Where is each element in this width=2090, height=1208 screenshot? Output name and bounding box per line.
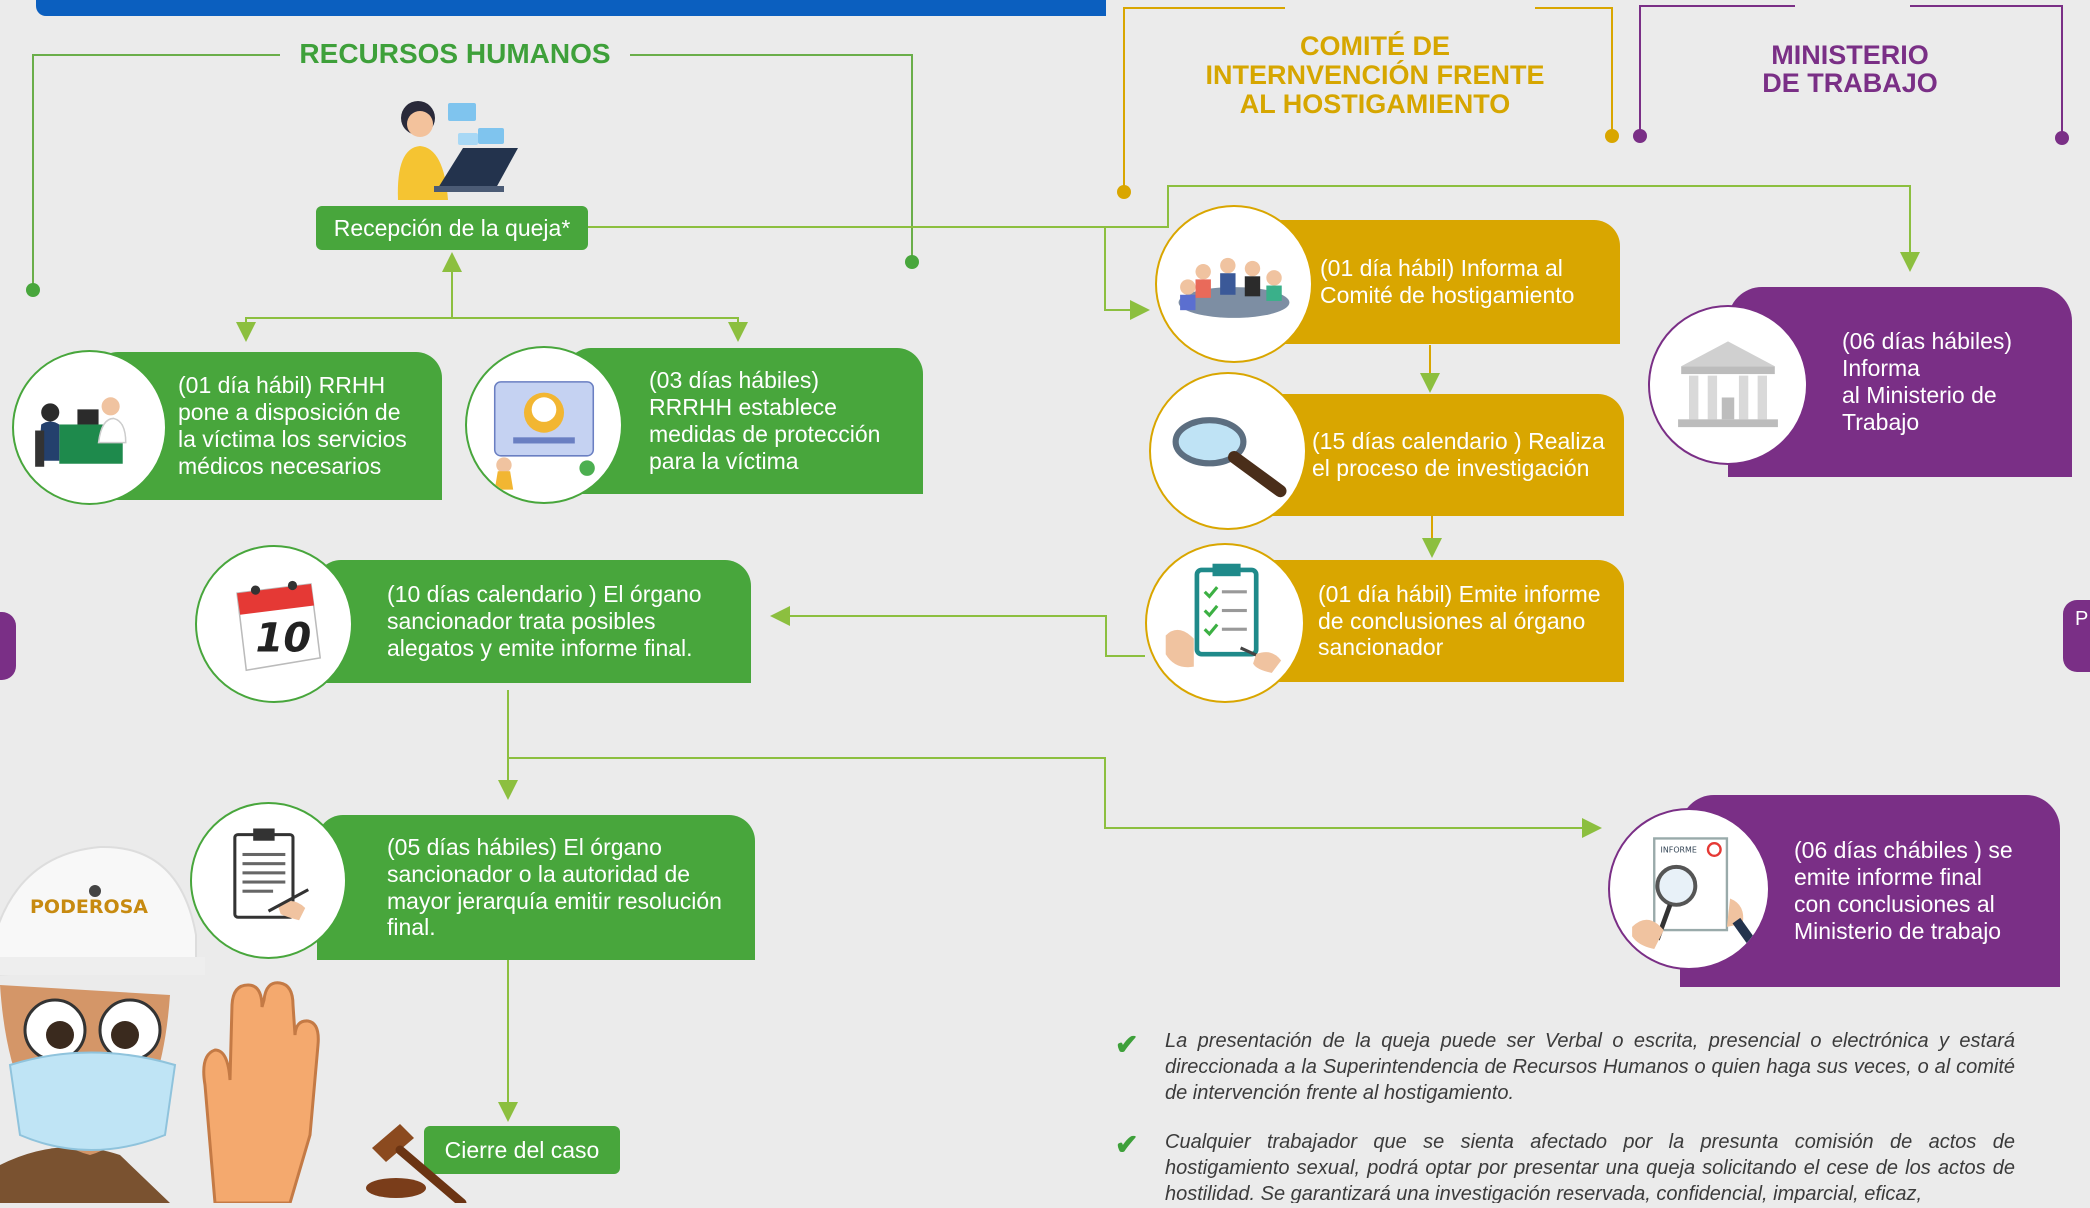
medical-line: la víctima los servicios bbox=[178, 426, 407, 452]
protection-line: (03 días hábiles) bbox=[649, 367, 820, 394]
report-label-text: INFORME bbox=[1661, 846, 1697, 855]
final-report-line: alegatos y emite informe final. bbox=[387, 634, 693, 661]
resolution-line: final. bbox=[387, 914, 436, 941]
ministerio-title-line: MINISTERIO bbox=[1771, 40, 1929, 70]
inform-committee-line: (01 día hábil) Informa al bbox=[1320, 255, 1563, 282]
inform-ministry-line: al Ministerio de bbox=[1842, 382, 1997, 408]
government-building-icon bbox=[1648, 305, 1808, 465]
report-magnifier-icon: INFORME bbox=[1608, 808, 1770, 970]
inform-ministry-line: (06 días hábiles) bbox=[1842, 328, 2013, 355]
check-icon: ✔ bbox=[1115, 1129, 1139, 1160]
final-ministry-line: emite informe final bbox=[1794, 864, 1982, 891]
ministerio-title-line: DE TRABAJO bbox=[1762, 67, 1938, 98]
helmet-text: PODEROSA bbox=[30, 896, 148, 918]
comite-title-line: INTERNVENCIÓN FRENTE bbox=[1205, 60, 1545, 91]
magnifier-icon bbox=[1149, 372, 1307, 530]
conclusions-line: de conclusiones al órgano bbox=[1318, 607, 1586, 634]
inform-committee-line: Comité de hostigamiento bbox=[1320, 282, 1575, 308]
protection-screen-icon bbox=[465, 346, 623, 504]
conclusions-line: sancionador bbox=[1318, 634, 1444, 661]
clipboard-checklist-icon bbox=[1145, 543, 1305, 703]
medical-line: médicos necesarios bbox=[178, 452, 382, 479]
conclusions-line: (01 día hábil) Emite informe bbox=[1318, 580, 1601, 607]
resolution-line: mayor jerarquía emitir resolución bbox=[387, 887, 722, 914]
ministerio-section-title: MINISTERIO DE TRABAJO bbox=[1700, 40, 2000, 98]
mascot-illustration: PODEROSA bbox=[0, 835, 320, 1205]
gavel-icon bbox=[362, 1108, 472, 1208]
comite-section-title: COMITÉ DE INTERNVENCIÓN FRENTE AL HOSTIG… bbox=[1160, 31, 1590, 120]
protection-line: RRRHH establece bbox=[649, 394, 837, 421]
protection-line: medidas de protección bbox=[649, 421, 881, 447]
meeting-table-icon bbox=[1155, 205, 1313, 363]
note-worker-complaint: Cualquier trabajador que se sienta afect… bbox=[1165, 1131, 2015, 1203]
final-report-line: sancionador trata posibles bbox=[387, 608, 656, 635]
left-edge-tab bbox=[0, 612, 16, 680]
inform-ministry-line: Trabajo bbox=[1842, 408, 1920, 435]
resolution-line: sancionador o la autoridad de bbox=[387, 860, 691, 887]
investigation-line: (15 días calendario ) Realiza bbox=[1312, 428, 1605, 455]
top-banner-bar bbox=[36, 0, 1106, 16]
final-report-box: (10 días calendario ) El órgano sanciona… bbox=[315, 560, 751, 683]
comite-title-line: AL HOSTIGAMIENTO bbox=[1239, 89, 1511, 120]
final-report-line: (10 días calendario ) El órgano bbox=[387, 581, 702, 608]
final-ministry-line: Ministerio de trabajo bbox=[1794, 917, 2002, 944]
resolution-line: (05 días hábiles) El órgano bbox=[387, 833, 662, 860]
calendar-day-text: 10 bbox=[256, 616, 312, 662]
final-ministry-line: (06 días chábiles ) se bbox=[1794, 837, 2013, 864]
doctor-desk-icon bbox=[12, 350, 167, 505]
investigation-line: el proceso de investigación bbox=[1312, 455, 1590, 481]
right-edge-tab: P bbox=[2063, 600, 2090, 672]
note-complaint-presentation: La presentación de la queja puede ser Ve… bbox=[1165, 1030, 2015, 1104]
reception-pill: Recepción de la queja* bbox=[316, 206, 588, 250]
inform-ministry-line: Informa bbox=[1842, 355, 1920, 382]
signing-document-icon bbox=[190, 802, 347, 959]
comite-title-line: COMITÉ DE bbox=[1299, 31, 1450, 61]
medical-line: pone a disposición de bbox=[178, 399, 401, 426]
final-ministry-line: con conclusiones al bbox=[1794, 891, 1995, 917]
case-closure-pill: Cierre del caso bbox=[424, 1126, 620, 1174]
medical-line: (01 día hábil) RRHH bbox=[178, 372, 386, 399]
protection-line: para la víctima bbox=[649, 447, 799, 474]
resolution-box: (05 días hábiles) El órgano sancionador … bbox=[317, 815, 755, 960]
check-icon: ✔ bbox=[1115, 1029, 1139, 1060]
protection-measures-box: (03 días hábiles) RRRHH establece medida… bbox=[565, 348, 923, 494]
medical-services-box: (01 día hábil) RRHH pone a disposición d… bbox=[92, 352, 442, 500]
woman-laptop-icon bbox=[378, 88, 528, 200]
calendar-icon: 10 bbox=[195, 545, 353, 703]
rrhh-section-title: RECURSOS HUMANOS bbox=[280, 40, 630, 68]
